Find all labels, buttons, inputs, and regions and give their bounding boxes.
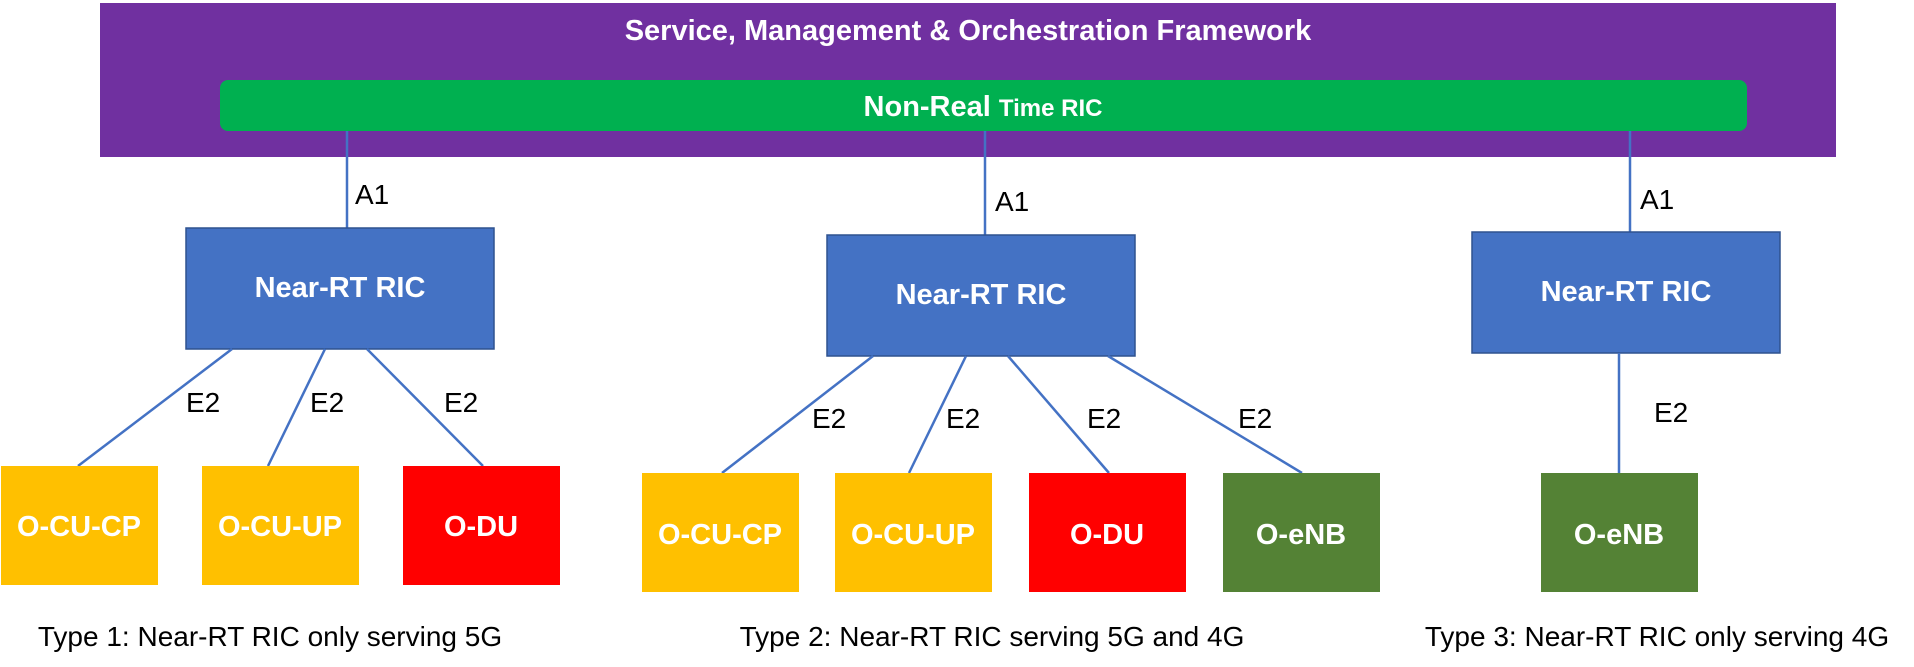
- e2-link-type1-cu-up: [266, 348, 327, 467]
- caption-type3: Type 3: Near-RT RIC only serving 4G: [1425, 621, 1889, 652]
- node-label-type2-o-du: O-DU: [1070, 519, 1144, 551]
- node-type3-o-enb: [1541, 473, 1698, 592]
- node-label-type3-o-enb: O-eNB: [1574, 519, 1664, 551]
- a1-label-type1: A1: [355, 179, 389, 210]
- near-rt-ric-box-type2: [826, 234, 1136, 357]
- node-label-type1-o-cu-cp: O-CU-CP: [17, 511, 141, 543]
- caption-type1: Type 1: Near-RT RIC only serving 5G: [38, 621, 502, 652]
- node-label-type2-o-cu-up: O-CU-UP: [851, 519, 975, 551]
- node-type1-o-cu-cp: [1, 466, 158, 585]
- near-rt-ric-box-type3: [1471, 231, 1781, 354]
- non-rt-ric-box: [220, 80, 1747, 131]
- e2-label-type2-cu-up: E2: [946, 403, 980, 434]
- e2-label-type2-du: E2: [1087, 403, 1121, 434]
- e2-link-type1-du: [366, 348, 484, 467]
- near-rt-ric-label-type1: Near-RT RIC: [255, 272, 426, 304]
- caption-type2: Type 2: Near-RT RIC serving 5G and 4G: [740, 621, 1245, 652]
- smo-framework-title: Service, Management & Orchestration Fram…: [625, 15, 1312, 47]
- node-type2-o-cu-cp: [642, 473, 799, 592]
- a1-label-type2: A1: [995, 186, 1029, 217]
- e2-label-type3-enb: E2: [1654, 397, 1688, 428]
- node-type1-o-cu-up: [202, 466, 359, 585]
- e2-link-type2-enb: [1107, 354, 1303, 475]
- e2-link-type1-cu-cp: [77, 348, 233, 467]
- node-type2-o-enb: [1223, 473, 1380, 592]
- e2-label-type1-cu-cp: E2: [186, 387, 220, 418]
- node-type2-o-du: [1029, 473, 1186, 592]
- near-rt-ric-box-type1: [185, 227, 495, 350]
- e2-label-type2-cu-cp: E2: [812, 403, 846, 434]
- e2-label-type1-du: E2: [444, 387, 478, 418]
- node-type1-o-du: [403, 466, 560, 585]
- node-label-type2-o-enb: O-eNB: [1256, 519, 1346, 551]
- e2-link-type2-cu-cp: [721, 355, 874, 474]
- e2-label-type2-enb: E2: [1238, 403, 1272, 434]
- node-label-type2-o-cu-cp: O-CU-CP: [658, 519, 782, 551]
- e2-label-type1-cu-up: E2: [310, 387, 344, 418]
- a1-label-type3: A1: [1640, 184, 1674, 215]
- near-rt-ric-label-type3: Near-RT RIC: [1541, 276, 1712, 308]
- node-label-type1-o-cu-up: O-CU-UP: [218, 511, 342, 543]
- non-rt-ric-label: Non-Real Time RIC: [864, 91, 1103, 123]
- node-label-type1-o-du: O-DU: [444, 511, 518, 543]
- near-rt-ric-label-type2: Near-RT RIC: [896, 279, 1067, 311]
- e2-link-type2-cu-up: [907, 355, 968, 474]
- e2-link-type2-du: [1007, 355, 1110, 474]
- node-type2-o-cu-up: [835, 473, 992, 592]
